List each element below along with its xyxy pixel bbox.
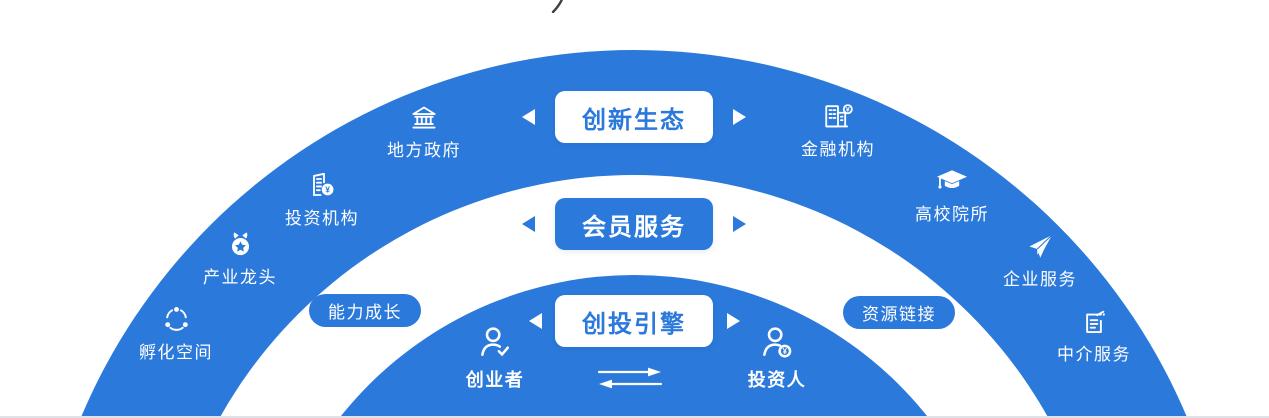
medal-star-icon (231, 232, 249, 256)
left-arrow-icon (522, 216, 535, 232)
clipboard-icon (1086, 310, 1105, 333)
graduation-cap-icon (936, 170, 968, 189)
badge-label: 创新生态 (582, 106, 686, 134)
badge-venture-engine: 创投引擎 (555, 295, 713, 347)
left-arrow-icon (529, 313, 542, 329)
left-arrow-icon (522, 109, 535, 125)
right-arrow-icon (727, 313, 740, 329)
ring-item-enterprise-services: 企业服务 (1003, 232, 1077, 290)
cropped-text-fragment (551, 0, 563, 13)
incubator-network-icon (164, 306, 188, 331)
ring-item-label: 投资机构 (285, 209, 359, 228)
actor-label: 创业者 (465, 370, 525, 390)
pill-resource-linking: 资源链接 (843, 296, 955, 329)
ring-item-universities: 高校院所 (915, 167, 989, 225)
ring-item-label: 产业龙头 (203, 268, 277, 287)
right-arrow-icon (733, 109, 746, 125)
ring-item-label: 孵化空间 (139, 343, 213, 362)
badge-label: 会员服务 (582, 213, 686, 241)
ring-item-label: 高校院所 (915, 205, 989, 224)
pill-capability-growth: 能力成长 (309, 294, 421, 327)
badge-member-services: 会员服务 (555, 198, 713, 250)
ring-item-intermediary-services: 中介服务 (1057, 307, 1131, 365)
actor-investor: ¥ 投资人 (748, 324, 807, 392)
right-arrow-icon (733, 216, 746, 232)
ring-item-label: 金融机构 (801, 140, 875, 159)
badge-label: 创投引擎 (582, 310, 686, 338)
svg-text:¥: ¥ (783, 347, 788, 356)
investment-institution-icon: ¥ (313, 172, 334, 196)
ring-item-local-government: 地方政府 (387, 103, 461, 161)
financial-institution-icon: ¥ (825, 104, 853, 128)
svg-text:¥: ¥ (846, 107, 850, 114)
svg-text:¥: ¥ (325, 185, 330, 195)
bidirectional-arrows-icon (597, 367, 663, 389)
actor-label: 投资人 (747, 370, 807, 390)
government-building-icon (412, 106, 436, 129)
paper-plane-icon (1029, 234, 1053, 258)
ring-item-industry-leaders: 产业龙头 (203, 229, 277, 288)
ring-item-investment-institutions: ¥ 投资机构 (285, 169, 359, 229)
investor-coin-icon: ¥ (763, 327, 792, 358)
bottom-divider (0, 416, 1269, 418)
ring-item-label: 企业服务 (1003, 270, 1077, 289)
pill-label: 能力成长 (328, 303, 402, 322)
badge-innovation-ecosystem: 创新生态 (555, 91, 713, 143)
entrepreneur-check-icon (481, 327, 510, 357)
ring-item-financial-institutions: ¥ 金融机构 (801, 100, 875, 160)
ring-item-label: 中介服务 (1057, 345, 1131, 364)
ring-item-label: 地方政府 (387, 141, 461, 160)
ring-item-incubation-space: 孵化空间 (139, 304, 213, 363)
pill-label: 资源链接 (862, 305, 936, 324)
actor-entrepreneur: 创业者 (466, 324, 525, 392)
